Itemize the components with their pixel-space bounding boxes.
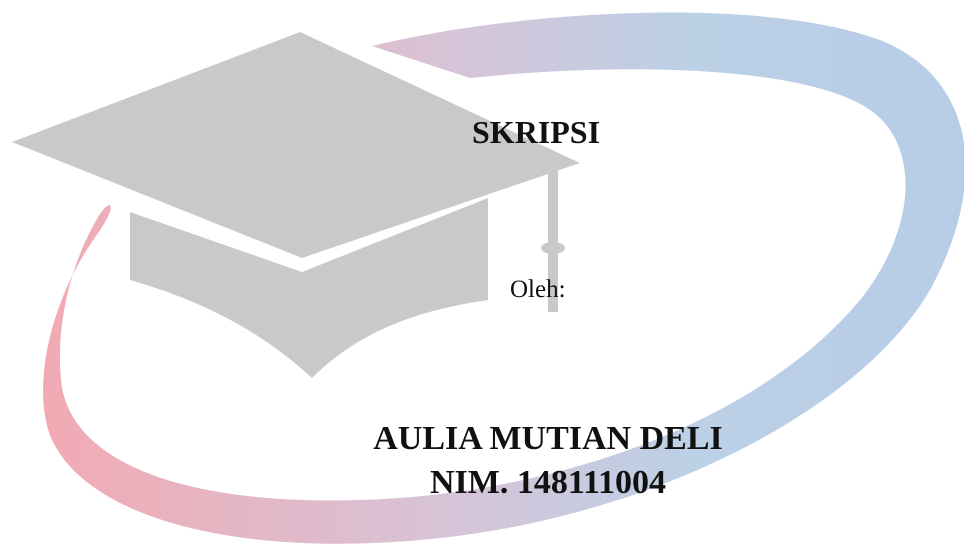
by-label: Oleh: bbox=[510, 276, 566, 303]
swoosh-ring bbox=[43, 12, 964, 544]
author-name: AULIA MUTIAN DELI bbox=[373, 420, 723, 457]
graduation-cap-icon bbox=[12, 32, 580, 378]
student-id: NIM. 148111004 bbox=[429, 464, 667, 501]
document-title: SKRIPSI bbox=[472, 114, 601, 150]
